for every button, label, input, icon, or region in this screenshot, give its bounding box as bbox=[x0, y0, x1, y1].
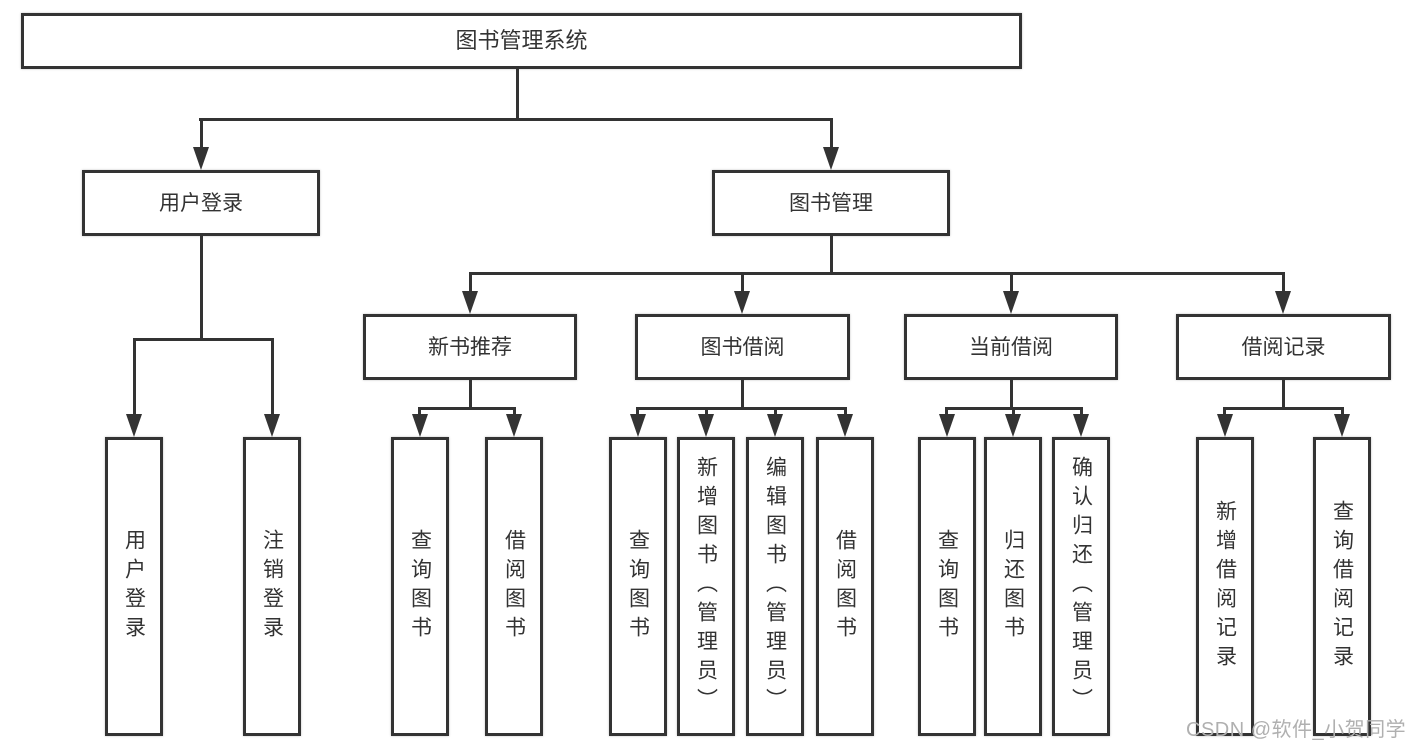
edge-stem bbox=[844, 407, 847, 417]
node-label: 图书借阅 bbox=[700, 335, 785, 359]
leaf-label: 借阅图书 bbox=[833, 528, 857, 645]
edge-stem bbox=[1223, 407, 1226, 417]
edge-stem bbox=[1010, 273, 1013, 294]
edge-stem bbox=[945, 407, 948, 417]
edge-stem bbox=[636, 407, 639, 417]
edge-current-borrow-stem bbox=[1010, 380, 1013, 409]
leaf-query-books-1: 查询图书 bbox=[391, 437, 449, 736]
leaf-label: 查询图书 bbox=[408, 528, 432, 645]
arrowhead-down-icon bbox=[412, 414, 428, 437]
leaf-query-books-2: 查询图书 bbox=[609, 437, 667, 736]
leaf-borrow-books-2: 借阅图书 bbox=[816, 437, 874, 736]
leaf-label: 查询图书 bbox=[935, 528, 959, 645]
edge-book-management-stem bbox=[830, 236, 833, 274]
leaf-edit-books-admin: 编辑图书（管理员） bbox=[746, 437, 804, 736]
arrowhead-down-icon bbox=[506, 414, 522, 437]
node-book-borrowing: 图书借阅 bbox=[635, 314, 850, 380]
leaf-label: 确认归还（管理员） bbox=[1069, 456, 1093, 717]
node-label: 用户登录 bbox=[159, 191, 243, 215]
leaf-query-borrow-record: 查询借阅记录 bbox=[1313, 437, 1371, 736]
edge-book-borrow-stem bbox=[741, 380, 744, 409]
edge-user-login-rail bbox=[133, 338, 274, 341]
leaf-logout: 注销登录 bbox=[243, 437, 301, 736]
edge-stem bbox=[774, 407, 777, 417]
arrowhead-down-icon bbox=[823, 147, 839, 170]
node-current-borrowing: 当前借阅 bbox=[904, 314, 1118, 380]
edge-stem bbox=[1282, 273, 1285, 294]
leaf-label: 查询图书 bbox=[626, 528, 650, 645]
leaf-label: 借阅图书 bbox=[502, 528, 526, 645]
edge-stem bbox=[200, 119, 203, 150]
edge-stem bbox=[705, 407, 708, 417]
leaf-label: 编辑图书（管理员） bbox=[763, 456, 787, 717]
edge-new-book-stem bbox=[469, 380, 472, 409]
edge-new-book-rail bbox=[418, 407, 516, 410]
leaf-label: 新增借阅记录 bbox=[1213, 499, 1237, 674]
leaf-query-books-3: 查询图书 bbox=[918, 437, 976, 736]
edge-borrow-record-stem bbox=[1282, 380, 1285, 409]
edge-stem bbox=[469, 273, 472, 294]
leaf-user-login: 用户登录 bbox=[105, 437, 163, 736]
arrowhead-down-icon bbox=[767, 414, 783, 437]
node-label: 图书管理 bbox=[789, 191, 873, 215]
leaf-label: 归还图书 bbox=[1001, 528, 1025, 645]
arrowhead-down-icon bbox=[837, 414, 853, 437]
edge-root-stem bbox=[516, 68, 519, 120]
node-borrowing-records: 借阅记录 bbox=[1176, 314, 1391, 380]
node-label: 借阅记录 bbox=[1241, 335, 1326, 359]
leaf-return-books: 归还图书 bbox=[984, 437, 1042, 736]
edge-stem bbox=[271, 338, 274, 417]
edge-level1-rail bbox=[199, 118, 833, 121]
edge-stem bbox=[418, 407, 421, 417]
edge-stem bbox=[1012, 407, 1015, 417]
node-label: 图书管理系统 bbox=[455, 28, 588, 53]
leaf-label: 查询借阅记录 bbox=[1330, 499, 1354, 674]
arrowhead-down-icon bbox=[264, 414, 280, 437]
arrowhead-down-icon bbox=[698, 414, 714, 437]
arrowhead-down-icon bbox=[630, 414, 646, 437]
node-user-login: 用户登录 bbox=[82, 170, 320, 236]
leaf-label: 新增图书（管理员） bbox=[694, 456, 718, 717]
node-label: 当前借阅 bbox=[969, 335, 1053, 359]
edge-stem bbox=[741, 273, 744, 294]
arrowhead-down-icon bbox=[1005, 414, 1021, 437]
arrowhead-down-icon bbox=[939, 414, 955, 437]
edge-level2-rail bbox=[469, 272, 1285, 275]
arrowhead-down-icon bbox=[734, 291, 750, 314]
arrowhead-down-icon bbox=[1003, 291, 1019, 314]
arrowhead-down-icon bbox=[1217, 414, 1233, 437]
arrowhead-down-icon bbox=[193, 147, 209, 170]
edge-stem bbox=[1341, 407, 1344, 417]
csdn-watermark: CSDN @软件_小贺同学 bbox=[1186, 719, 1405, 741]
arrowhead-down-icon bbox=[1334, 414, 1350, 437]
leaf-add-borrow-record: 新增借阅记录 bbox=[1196, 437, 1254, 736]
arrowhead-down-icon bbox=[1073, 414, 1089, 437]
edge-book-borrow-rail bbox=[636, 407, 847, 410]
arrowhead-down-icon bbox=[126, 414, 142, 437]
edge-stem bbox=[133, 338, 136, 417]
edge-borrow-record-rail bbox=[1223, 407, 1344, 410]
edge-user-login-stem bbox=[200, 236, 203, 340]
arrowhead-down-icon bbox=[462, 291, 478, 314]
node-library-management-system: 图书管理系统 bbox=[21, 13, 1022, 69]
leaf-borrow-books-1: 借阅图书 bbox=[485, 437, 543, 736]
arrowhead-down-icon bbox=[1275, 291, 1291, 314]
leaf-label: 注销登录 bbox=[260, 528, 284, 645]
edge-stem bbox=[830, 119, 833, 150]
node-label: 新书推荐 bbox=[428, 335, 512, 359]
node-new-book-recommendation: 新书推荐 bbox=[363, 314, 577, 380]
leaf-confirm-return-admin: 确认归还（管理员） bbox=[1052, 437, 1110, 736]
leaf-label: 用户登录 bbox=[122, 528, 146, 645]
leaf-add-books-admin: 新增图书（管理员） bbox=[677, 437, 735, 736]
edge-stem bbox=[513, 407, 516, 417]
node-book-management: 图书管理 bbox=[712, 170, 950, 236]
edge-stem bbox=[1080, 407, 1083, 417]
